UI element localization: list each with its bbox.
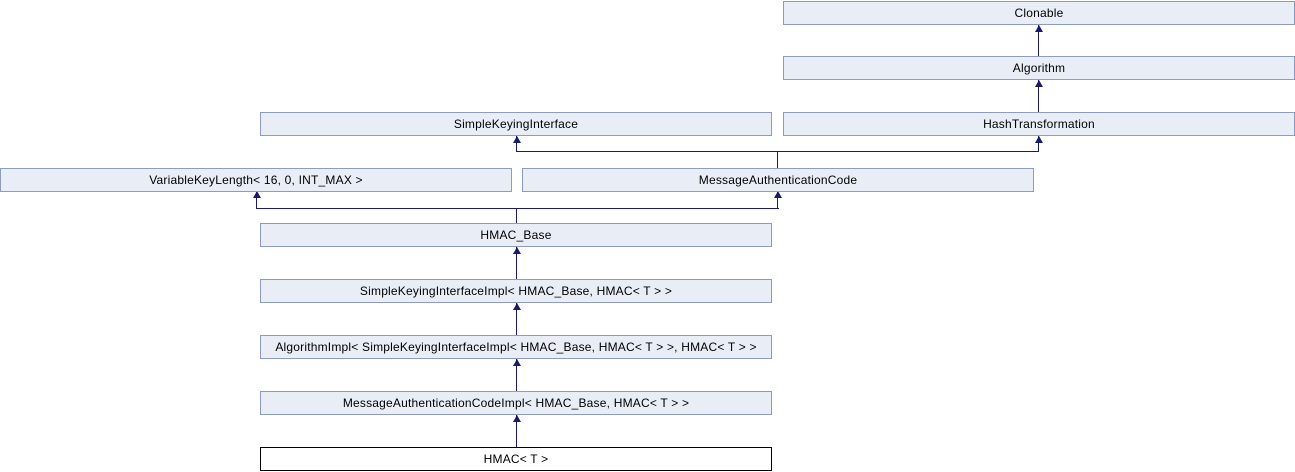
class-node-variable-key-length[interactable]: VariableKeyLength< 16, 0, INT_MAX >: [0, 168, 512, 192]
class-node-clonable[interactable]: Clonable: [783, 1, 1295, 25]
class-node-algorithm-impl[interactable]: AlgorithmImpl< SimpleKeyingInterfaceImpl…: [260, 335, 772, 359]
edge-line: [516, 136, 517, 151]
class-node-message-authentication-code[interactable]: MessageAuthenticationCode: [522, 168, 1034, 192]
class-node-hmac-current: HMAC< T >: [260, 447, 772, 471]
inheritance-arrowhead: [1035, 80, 1043, 87]
edge-line: [777, 191, 778, 208]
inheritance-arrowhead: [253, 191, 261, 198]
edge-line: [1038, 136, 1039, 151]
inheritance-arrowhead: [1035, 25, 1043, 32]
edge-line: [516, 415, 517, 447]
edge-line: [256, 208, 779, 209]
class-node-simple-keying-interface-impl[interactable]: SimpleKeyingInterfaceImpl< HMAC_Base, HM…: [260, 279, 772, 303]
inheritance-arrowhead: [774, 191, 782, 198]
inheritance-arrowhead: [513, 415, 521, 422]
inheritance-arrowhead: [513, 136, 521, 143]
edge-line: [777, 151, 778, 168]
inheritance-arrowhead: [513, 247, 521, 254]
class-node-simple-keying-interface[interactable]: SimpleKeyingInterface: [260, 112, 772, 136]
inheritance-arrowhead: [513, 359, 521, 366]
class-node-message-authentication-code-impl[interactable]: MessageAuthenticationCodeImpl< HMAC_Base…: [260, 391, 772, 415]
edge-line: [1038, 80, 1039, 112]
class-node-algorithm[interactable]: Algorithm: [783, 56, 1295, 80]
inheritance-arrowhead: [1035, 136, 1043, 143]
edge-line: [1038, 25, 1039, 56]
edge-line: [516, 359, 517, 391]
edge-line: [516, 247, 517, 279]
edge-line: [516, 151, 1039, 152]
edge-line: [516, 208, 517, 223]
class-node-hmac-base[interactable]: HMAC_Base: [260, 223, 772, 247]
edge-line: [256, 191, 257, 208]
inheritance-arrowhead: [513, 303, 521, 310]
class-node-hash-transformation[interactable]: HashTransformation: [783, 112, 1295, 136]
edge-line: [516, 303, 517, 335]
